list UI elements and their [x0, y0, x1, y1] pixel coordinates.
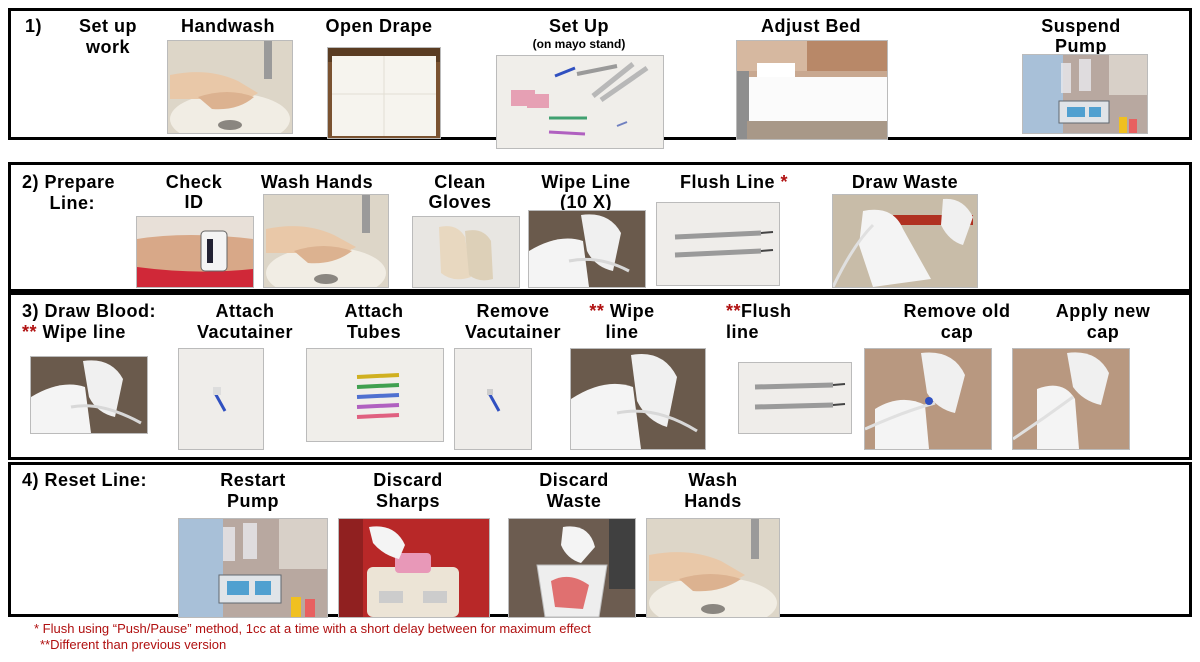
photo-suspend-pump [1022, 54, 1148, 134]
photo-attach-vacutainer [178, 348, 264, 450]
step-label-set-up: Set Up (on mayo stand) [496, 16, 662, 51]
step-label-attach-vacutainer: Attach Vacutainer [180, 301, 310, 343]
marker-changed-wipe-2: ** [589, 301, 604, 321]
photo-remove-vacutainer [454, 348, 532, 450]
step-label-wipe-line-2-text: Wipe line [605, 301, 654, 342]
photo-flush-line [656, 202, 780, 286]
photo-wipe-line-3a [30, 356, 148, 434]
photo-apply-new-cap [1012, 348, 1130, 450]
photo-clean-gloves [412, 216, 520, 288]
step-label-flush-line-text: Flush Line [680, 172, 775, 192]
section4-title: 4) Reset Line: [22, 470, 147, 491]
step-label-handwash: Handwash [160, 16, 296, 37]
step-label-wipe-line-1: ** Wipe line [22, 322, 126, 343]
step-label-flush-line-3: **Flush line [726, 301, 792, 343]
step-label-remove-old-cap: Remove old cap [882, 301, 1032, 343]
section3-title: 3) Draw Blood: [22, 301, 156, 322]
photo-adjust-bed [736, 40, 888, 140]
step-label-set-up-main: Set Up [549, 16, 609, 36]
photo-open-drape [327, 47, 441, 139]
photo-remove-old-cap [864, 348, 992, 450]
photo-discard-sharps [338, 518, 490, 618]
step-label-apply-new-cap: Apply new cap [1036, 301, 1170, 343]
marker-changed-wipe-1: ** [22, 322, 37, 342]
photo-set-up-mayo-stand [496, 55, 664, 149]
section2-title: 2) Prepare Line: [22, 172, 115, 214]
step-label-wash-hands-final: Wash Hands [654, 470, 772, 512]
step-label-set-up-work: Set up work [66, 16, 150, 58]
step-label-check-id: Check ID [146, 172, 242, 212]
photo-wipe-line-3b [570, 348, 706, 450]
photo-wipe-line-10x [528, 210, 646, 288]
step-label-discard-waste: Discard Waste [514, 470, 634, 512]
step-label-remove-vacutainer: Remove Vacutainer [448, 301, 578, 343]
marker-changed-flush: ** [726, 301, 741, 321]
step-label-adjust-bed: Adjust Bed [736, 16, 886, 37]
section1-number: 1) [25, 16, 42, 37]
marker-flush-footnote: * [781, 172, 789, 192]
photo-discard-waste [508, 518, 636, 618]
step-label-attach-tubes: Attach Tubes [316, 301, 432, 343]
step-sublabel-mayo-stand: (on mayo stand) [496, 37, 662, 51]
step-label-flush-line: Flush Line * [656, 172, 812, 193]
photo-restart-pump [178, 518, 328, 618]
step-label-wipe-line-1-text: Wipe line [43, 322, 126, 342]
step-label-draw-waste: Draw Waste [830, 172, 980, 193]
photo-handwash [167, 40, 293, 134]
step-label-wipe-line-10x: Wipe Line (10 X) [524, 172, 648, 212]
photo-check-id [136, 216, 254, 288]
photo-wash-hands-final [646, 518, 780, 618]
step-label-open-drape: Open Drape [302, 16, 456, 37]
step-label-wash-hands: Wash Hands [242, 172, 392, 193]
photo-wash-hands-2 [263, 194, 389, 288]
step-label-discard-sharps: Discard Sharps [346, 470, 470, 512]
footnote-different-version: **Different than previous version [40, 637, 226, 652]
step-label-wipe-line-2: ** Wipe line [574, 301, 670, 343]
photo-attach-tubes [306, 348, 444, 442]
photo-draw-waste [832, 194, 978, 288]
step-label-restart-pump: Restart Pump [194, 470, 312, 512]
step-label-suspend-pump: Suspend Pump [1018, 16, 1144, 56]
photo-flush-line-3 [738, 362, 852, 434]
step-label-clean-gloves: Clean Gloves [410, 172, 510, 212]
footnote-push-pause: * Flush using “Push/Pause” method, 1cc a… [34, 621, 591, 636]
